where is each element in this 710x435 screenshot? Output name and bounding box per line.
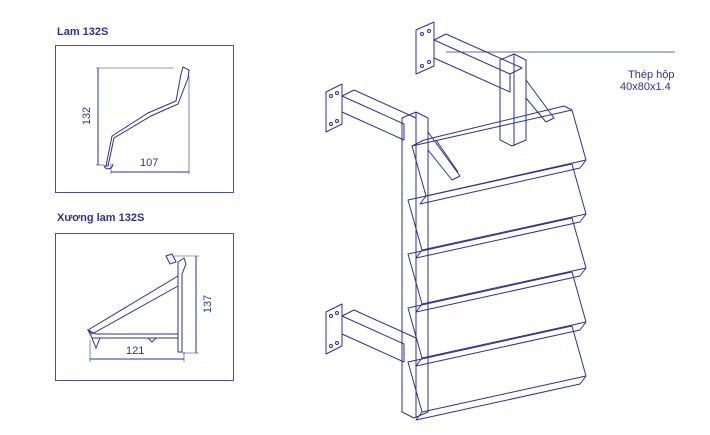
- lam-dim-height-label: 132: [81, 106, 94, 126]
- wall-plate-bottom: [325, 303, 343, 355]
- xuong-dim-width-label: 121: [126, 345, 145, 357]
- louver-blade-1: [411, 105, 587, 205]
- xuong-bottom-flange: [86, 328, 179, 339]
- lam-profile-title: Lam 132S: [57, 26, 109, 38]
- xuong-lam-profile-drawing: [86, 253, 199, 362]
- steel-box-arm-mid: [341, 95, 405, 141]
- louver-blade-2: [407, 163, 587, 259]
- lam-profile-hook: [103, 163, 114, 170]
- xuong-dim-height-label: 137: [202, 294, 215, 314]
- steel-box-arm-bottom: [341, 315, 405, 363]
- louver-assembly-drawing: [325, 21, 675, 421]
- steel-box-label-line2: 40x80x1.4: [620, 81, 671, 93]
- lam-dim-width-label: 107: [140, 157, 159, 169]
- xuong-top-plate: [87, 275, 179, 335]
- louver-blades: [407, 105, 587, 421]
- xuong-lam-profile-title: Xương lam 132S: [57, 212, 145, 224]
- wall-plate-mid: [325, 83, 343, 133]
- xuong-web: [177, 257, 187, 353]
- steel-box-label-line1: Thép hộp: [628, 69, 675, 81]
- bracket-left: [427, 131, 461, 181]
- xuong-lam-profile-panel: 137 121: [55, 233, 234, 381]
- louver-blade-5: [407, 325, 587, 421]
- louver-blade-4: [407, 271, 587, 367]
- bracket-right: [525, 79, 555, 123]
- lam-profile-drawing: [96, 66, 190, 174]
- wall-plate-top: [415, 21, 435, 75]
- louver-blade-3: [407, 217, 587, 313]
- lam-profile-outline: [104, 66, 190, 167]
- steel-box-arm-top: [433, 39, 511, 93]
- lam-profile-panel: 132 107: [55, 45, 234, 193]
